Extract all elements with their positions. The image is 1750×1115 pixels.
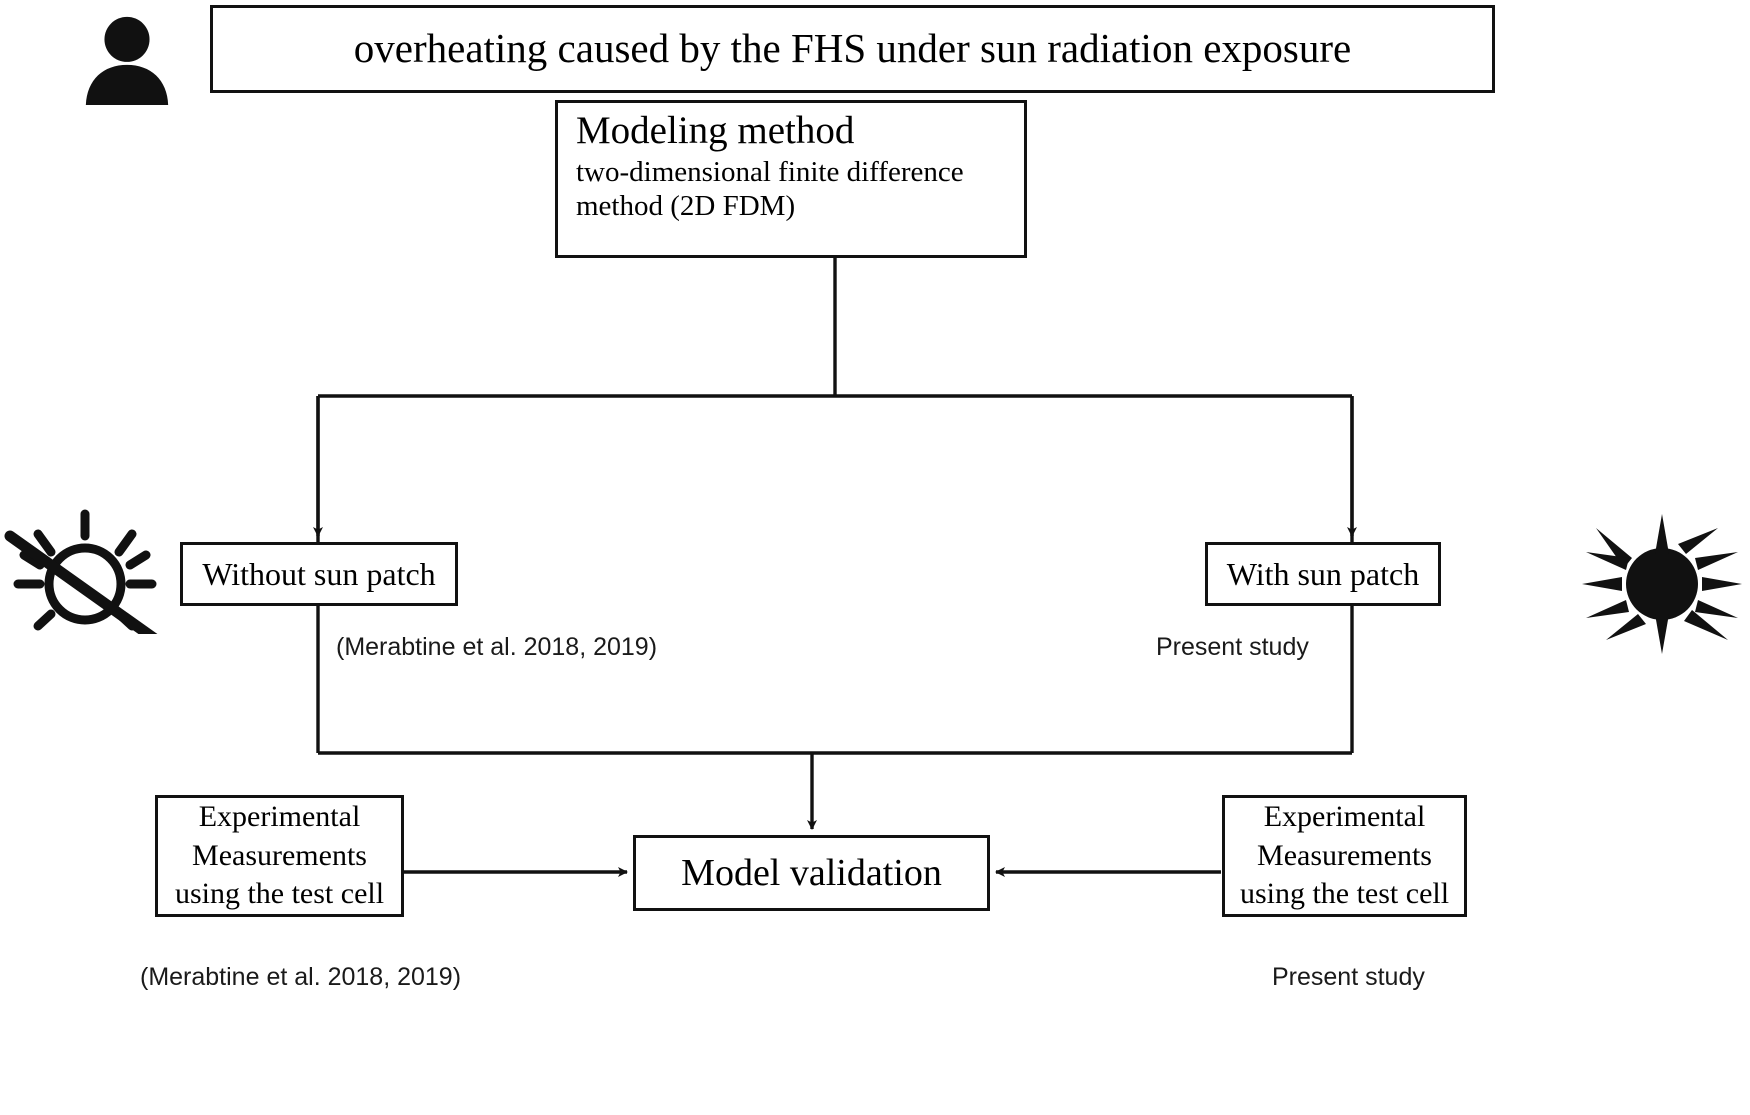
experimental-left-line-2: Measurements	[192, 838, 367, 872]
modeling-method-heading: Modeling method	[576, 109, 855, 152]
modeling-method-body-line-2: method (2D FDM)	[576, 189, 796, 222]
modeling-method-box: Modeling method two-dimensional finite d…	[555, 100, 1027, 258]
model-validation-label: Model validation	[681, 852, 942, 894]
experimental-left-line-1: Experimental	[198, 800, 361, 834]
with-sun-patch-label: With sun patch	[1226, 555, 1420, 592]
without-sun-patch-box: Without sun patch	[180, 542, 458, 606]
experimental-left-caption: (Merabtine et al. 2018, 2019)	[140, 963, 462, 991]
title-box: overheating caused by the FHS under sun …	[210, 5, 1495, 93]
experimental-measurements-left-box: Experimental Measurements using the test…	[155, 795, 404, 917]
experimental-right-caption: Present study	[1272, 963, 1425, 991]
person-icon	[85, 16, 169, 106]
with-sun-patch-caption: Present study	[1156, 633, 1309, 661]
experimental-right-line-2: Measurements	[1257, 838, 1432, 872]
experimental-right-line-1: Experimental	[1263, 800, 1426, 834]
experimental-measurements-right-box: Experimental Measurements using the test…	[1222, 795, 1467, 917]
with-sun-patch-box: With sun patch	[1205, 542, 1441, 606]
experimental-right-line-3: using the test cell	[1239, 877, 1450, 911]
without-sun-patch-caption: (Merabtine et al. 2018, 2019)	[336, 633, 658, 661]
model-validation-box: Model validation	[633, 835, 990, 911]
no-sun-icon	[4, 509, 158, 634]
experimental-left-line-3: using the test cell	[174, 877, 385, 911]
modeling-method-body-line-1: two-dimensional finite difference	[576, 155, 964, 188]
sun-icon	[1582, 514, 1742, 654]
without-sun-patch-label: Without sun patch	[202, 555, 436, 592]
title-text: overheating caused by the FHS under sun …	[353, 25, 1352, 72]
